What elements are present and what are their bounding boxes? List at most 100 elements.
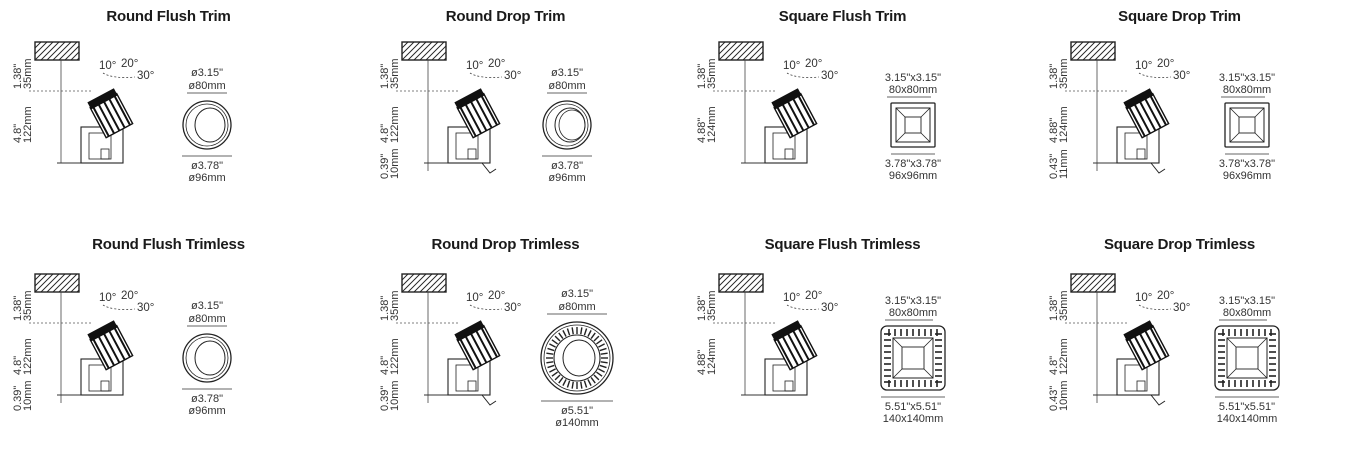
fixture-title: Round Flush Trimless xyxy=(92,236,245,253)
bottom-dimension-mm: 96x96mm xyxy=(1223,170,1271,182)
tilt-arc xyxy=(102,72,136,78)
fixture-drawing: 1.38"35mm4.8"122mm0.43"10mm10°20°30°3.15… xyxy=(1048,273,1280,425)
bottom-dimension-mm: 140x140mm xyxy=(1217,413,1278,425)
top-dimension-inch: 3.15"x3.15" xyxy=(1219,295,1275,307)
top-dimension-inch: ø3.15" xyxy=(551,67,583,79)
fixture-height-inch: 4.8" xyxy=(379,124,391,143)
fixture-side-view xyxy=(80,88,134,164)
fixture-title: Round Drop Trim xyxy=(445,8,566,25)
drop-depth-inch: 0.39" xyxy=(379,386,391,411)
tilt-angle-10: 10° xyxy=(466,292,483,304)
fixture-height-inch: 4.8" xyxy=(12,356,24,375)
fixture-drawing: 1.38"35mm4.88"124mm10°20°30°3.15"x3.15"8… xyxy=(696,273,946,425)
fixture-drawing: 1.38"35mm4.88"124mm0.43"11mm10°20°30°3.1… xyxy=(1048,41,1275,182)
tilt-angle-30: 30° xyxy=(821,70,838,82)
ceiling-hatch xyxy=(401,41,447,61)
tilt-angle-30: 30° xyxy=(1173,302,1190,314)
bottom-dimension-inch: 5.51"x5.51" xyxy=(1219,401,1275,413)
bottom-dimension-inch: ø3.78" xyxy=(191,393,223,405)
fixture-front-view xyxy=(182,325,232,390)
fixture-head xyxy=(1123,320,1170,371)
fixture-height-mm: 124mm xyxy=(1058,106,1070,143)
bottom-dimension-mm: ø96mm xyxy=(188,405,225,417)
fixture-title: Square Flush Trim xyxy=(778,8,907,25)
ceiling-hatch xyxy=(34,41,80,61)
fixture-height-mm: 122mm xyxy=(389,338,401,375)
tilt-angle-30: 30° xyxy=(821,302,838,314)
drop-depth-mm: 10mm xyxy=(1058,380,1070,411)
ceiling-hatch xyxy=(718,41,764,61)
top-dimension-inch: ø3.15" xyxy=(191,67,223,79)
bottom-dimension-mm: 96x96mm xyxy=(889,170,937,182)
ceiling-depth-inch: 1.38" xyxy=(379,64,391,89)
fixture-drawing: 1.38"35mm4.8"122mm10°20°30°ø3.15"ø80mmø3… xyxy=(12,41,232,184)
tilt-angle-30: 30° xyxy=(137,302,154,314)
drop-depth-inch: 0.43" xyxy=(1048,154,1060,179)
drop-trim-edge xyxy=(481,162,497,174)
ceiling-hatch xyxy=(1070,41,1116,61)
fixture-height-mm: 122mm xyxy=(389,106,401,143)
ceiling-depth-mm: 35mm xyxy=(706,58,718,89)
fixture-side-view xyxy=(447,320,501,406)
drop-depth-mm: 10mm xyxy=(389,380,401,411)
fixture-head xyxy=(771,320,818,371)
ceiling-depth-mm: 35mm xyxy=(706,290,718,321)
fixture-height-inch: 4.88" xyxy=(696,118,708,143)
top-dimension-inch: ø3.15" xyxy=(561,288,593,300)
tilt-angle-10: 10° xyxy=(99,292,116,304)
tilt-angle-10: 10° xyxy=(783,292,800,304)
fixture-drawing: 1.38"35mm4.88"124mm10°20°30°3.15"x3.15"8… xyxy=(696,41,941,182)
fixture-title: Round Flush Trim xyxy=(106,8,231,25)
ceiling-depth-inch: 1.38" xyxy=(1048,64,1060,89)
ceiling-depth-mm: 35mm xyxy=(389,58,401,89)
tilt-angle-10: 10° xyxy=(1135,292,1152,304)
drop-trim-edge xyxy=(1150,394,1166,406)
fixture-front-view xyxy=(880,319,946,398)
tilt-angle-10: 10° xyxy=(466,60,483,72)
tilt-angle-20: 20° xyxy=(488,58,505,70)
drop-trim-edge xyxy=(481,394,497,406)
top-dimension-mm: 80x80mm xyxy=(1223,84,1271,96)
fixture-drawing: 1.38"35mm4.8"122mm0.39"10mm10°20°30°ø3.1… xyxy=(12,273,232,417)
tilt-angle-10: 10° xyxy=(99,60,116,72)
top-dimension-mm: ø80mm xyxy=(558,301,595,313)
ceiling-hatch xyxy=(401,273,447,293)
fixture-drawing: 1.38"35mm4.8"122mm0.39"10mm10°20°30°ø3.1… xyxy=(379,273,614,429)
tilt-angle-30: 30° xyxy=(504,70,521,82)
fixture-head xyxy=(87,88,134,139)
fixture-height-inch: 4.88" xyxy=(1048,118,1060,143)
bottom-dimension-mm: 140x140mm xyxy=(883,413,944,425)
ceiling-depth-inch: 1.38" xyxy=(1048,296,1060,321)
ceiling-hatch xyxy=(34,273,80,293)
fixture-side-view xyxy=(764,88,818,164)
fixture-title: Square Drop Trimless xyxy=(1103,236,1256,253)
tilt-angle-20: 20° xyxy=(1157,290,1174,302)
bottom-dimension-inch: 5.51"x5.51" xyxy=(885,401,941,413)
ceiling-depth-inch: 1.38" xyxy=(12,64,24,89)
top-dimension-mm: 80x80mm xyxy=(889,307,937,319)
tilt-arc xyxy=(786,72,820,78)
fixture-front-view xyxy=(887,96,936,155)
ceiling-hatch xyxy=(1070,273,1116,293)
tilt-angle-30: 30° xyxy=(1173,70,1190,82)
fixture-head xyxy=(87,320,134,371)
tilt-arc xyxy=(102,304,136,310)
ceiling-depth-mm: 35mm xyxy=(1058,58,1070,89)
ceiling-hatch xyxy=(718,273,764,293)
fixture-height-inch: 4.8" xyxy=(379,356,391,375)
fixture-front-view xyxy=(542,92,592,157)
tilt-arc xyxy=(1138,304,1172,310)
fixture-head xyxy=(1123,88,1170,139)
drop-depth-inch: 0.39" xyxy=(379,154,391,179)
tilt-angle-20: 20° xyxy=(488,290,505,302)
ceiling-depth-mm: 35mm xyxy=(22,290,34,321)
fixture-height-mm: 122mm xyxy=(22,106,34,143)
ceiling-depth-mm: 35mm xyxy=(1058,290,1070,321)
fixture-head xyxy=(771,88,818,139)
